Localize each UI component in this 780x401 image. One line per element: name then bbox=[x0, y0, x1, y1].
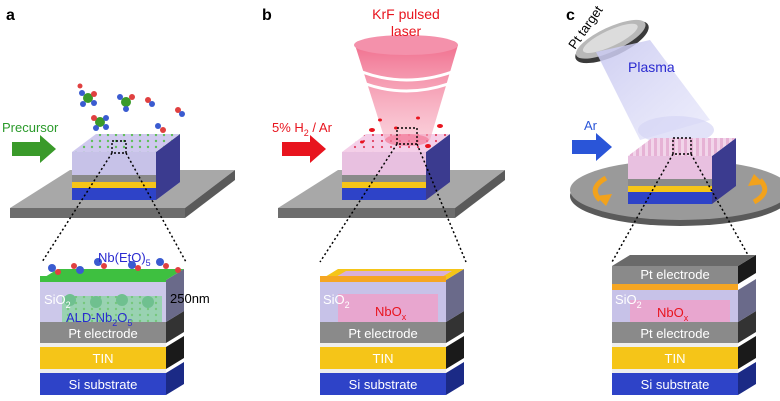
surface-molecules bbox=[48, 258, 181, 308]
thickness-label: 250nm bbox=[170, 291, 210, 306]
laser-label-line2: laser bbox=[391, 23, 422, 39]
small-stack-b bbox=[342, 134, 450, 200]
ald-nb2o5-label: ALD-Nb2O5 bbox=[66, 310, 132, 328]
si-substrate-label-b: Si substrate bbox=[349, 377, 418, 392]
nb-eto-label: Nb(EtO)5 bbox=[98, 250, 151, 268]
panel-c: c Pt target Plasma bbox=[565, 3, 780, 395]
zoom-box-c bbox=[672, 137, 692, 155]
precursor-molecules bbox=[77, 83, 185, 133]
top-pt-electrode-label: Pt electrode bbox=[640, 267, 709, 282]
stage-plate-edge bbox=[10, 208, 185, 218]
pt-electrode-label-a: Pt electrode bbox=[68, 326, 137, 341]
precursor-arrow bbox=[12, 135, 56, 163]
precursor-label: Precursor bbox=[2, 120, 59, 135]
laser-beam bbox=[354, 35, 458, 146]
nbox-label-b: NbOx bbox=[375, 304, 407, 322]
plasma-label: Plasma bbox=[628, 59, 675, 75]
big-stack-c bbox=[612, 255, 756, 395]
tin-label-b: TIN bbox=[373, 351, 394, 366]
big-stack-a bbox=[40, 269, 184, 395]
panel-letter-b: b bbox=[262, 7, 272, 24]
pt-electrode-label-c: Pt electrode bbox=[640, 326, 709, 341]
tin-label-c: TIN bbox=[665, 351, 686, 366]
zoom-box-a bbox=[111, 140, 127, 154]
gas-arrow-c bbox=[572, 133, 612, 161]
panel-letter-a: a bbox=[6, 7, 15, 24]
si-substrate-label-a: Si substrate bbox=[69, 377, 138, 392]
ablation-particles bbox=[360, 116, 443, 148]
panel-b: b KrF pulsed laser bbox=[262, 6, 505, 395]
sio2-label-c: SiO2 bbox=[615, 292, 642, 310]
big-stack-b bbox=[320, 269, 464, 395]
pt-electrode-label-b: Pt electrode bbox=[348, 326, 417, 341]
panel-letter-c: c bbox=[566, 7, 575, 24]
sio2-label-b: SiO2 bbox=[323, 292, 350, 310]
laser-label-line1: KrF pulsed bbox=[372, 6, 440, 22]
nbox-label-c: NbOx bbox=[657, 305, 689, 323]
si-substrate-label-c: Si substrate bbox=[641, 377, 710, 392]
gas-arrow-b bbox=[282, 135, 326, 163]
zoom-box-b bbox=[396, 127, 418, 145]
tin-label-a: TIN bbox=[93, 351, 114, 366]
pt-target bbox=[575, 19, 649, 64]
plasma-cone bbox=[596, 40, 710, 140]
panel-a: a Precursor bbox=[2, 7, 235, 395]
gas-label-c: Ar bbox=[584, 118, 598, 133]
small-stack-c bbox=[628, 138, 736, 204]
sio2-label-a: SiO2 bbox=[44, 292, 71, 310]
gas-label-b: 5% H2 / Ar bbox=[272, 120, 333, 138]
